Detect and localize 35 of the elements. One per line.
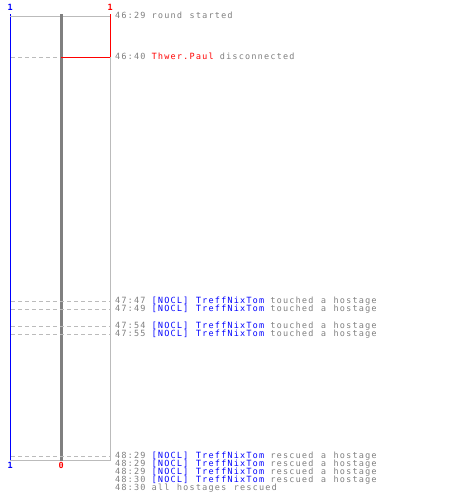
player-name: [NOCL] TreffNixTom [152, 451, 266, 461]
timestamp: 46:29 [115, 11, 147, 21]
count-label: 1 [107, 4, 113, 12]
player-name: [NOCL] TreffNixTom [152, 321, 266, 331]
timestamp: 48:29 [115, 459, 147, 469]
player-name: [NOCL] TreffNixTom [152, 467, 266, 477]
player-name: [NOCL] TreffNixTom [152, 304, 266, 314]
player-name: Thwer.Paul [152, 52, 215, 62]
player-name: [NOCL] TreffNixTom [152, 475, 266, 485]
timestamp: 48:30 [115, 475, 147, 485]
event-text: all hostages rescued [152, 483, 278, 493]
count-label: 0 [58, 462, 64, 470]
timestamp: 46:40 [115, 52, 147, 62]
event-text: rescued a hostage [270, 459, 378, 469]
event-text: rescued a hostage [270, 475, 378, 485]
player-name: [NOCL] TreffNixTom [152, 459, 266, 469]
count-label: 1 [7, 462, 13, 470]
player-name: [NOCL] TreffNixTom [152, 296, 266, 306]
timestamp: 47:55 [115, 329, 147, 339]
timestamp: 47:49 [115, 304, 147, 314]
event-text: rescued a hostage [270, 451, 378, 461]
timestamp: 47:54 [115, 321, 147, 331]
event-text: rescued a hostage [270, 467, 378, 477]
player-name: [NOCL] TreffNixTom [152, 329, 266, 339]
timestamp: 48:29 [115, 451, 147, 461]
event-text: round started [152, 11, 234, 21]
timestamp: 48:30 [115, 483, 147, 493]
event-text: touched a hostage [270, 329, 378, 339]
timestamp: 48:29 [115, 467, 147, 477]
count-label: 1 [7, 4, 13, 12]
event-text: touched a hostage [270, 296, 378, 306]
timestamp: 47:47 [115, 296, 147, 306]
event-text: disconnected [220, 52, 296, 62]
event-text: touched a hostage [270, 321, 378, 331]
event-text: touched a hostage [270, 304, 378, 314]
